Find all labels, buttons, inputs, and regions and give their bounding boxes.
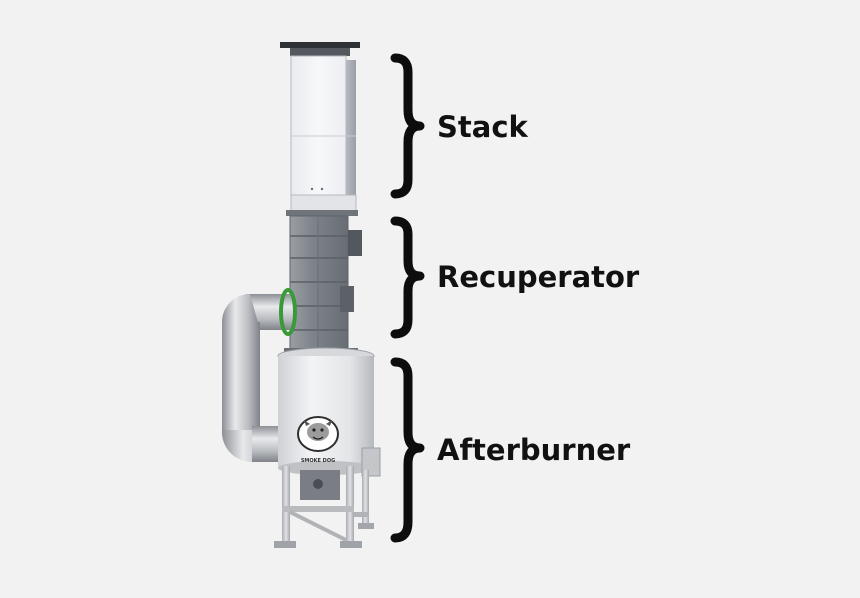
stack-cap-posts [290, 48, 350, 56]
stack-lower-band [290, 194, 357, 213]
duct-vertical-run [222, 322, 260, 434]
stack-section [280, 42, 360, 213]
curly-brace-right-icon [390, 216, 425, 339]
support-frame [274, 466, 374, 548]
frame-crossbar [282, 506, 354, 512]
curly-brace-right-icon [390, 53, 425, 199]
frame-crossbar [354, 512, 369, 517]
curly-brace-right-icon [390, 357, 425, 543]
duct-gasket-ring [279, 288, 297, 336]
stack-brace [390, 53, 425, 199]
afterburner-burner-box [361, 447, 381, 477]
stack-label: Stack [437, 110, 528, 144]
frame-foot [358, 523, 374, 529]
recuperator-section [284, 210, 362, 357]
afterburner-cylinder [278, 356, 374, 468]
recuperator-side-box [348, 230, 362, 256]
recuperator-body [289, 215, 349, 357]
duct-upper-elbow [222, 294, 260, 330]
recuperator-brace [390, 216, 425, 339]
recuperator-label: Recuperator [437, 260, 640, 294]
stack-front-panel [290, 55, 347, 213]
duct-loop [221, 288, 297, 463]
stack-bolt [320, 187, 324, 191]
recuperator-top-flange [286, 210, 358, 216]
logo-text: SMOKE DOG [301, 458, 335, 464]
frame-foot [340, 541, 362, 548]
stack-rain-cap [280, 42, 360, 48]
afterburner-valve [313, 479, 323, 489]
stack-bolt [310, 187, 314, 191]
afterburner-label: Afterburner [437, 433, 631, 467]
bulldog-logo-icon [297, 416, 339, 452]
recuperator-side-box [340, 286, 354, 312]
frame-foot [274, 541, 296, 548]
frame-brace [289, 510, 347, 542]
frame-leg [362, 470, 369, 528]
afterburner-brace [390, 357, 425, 543]
